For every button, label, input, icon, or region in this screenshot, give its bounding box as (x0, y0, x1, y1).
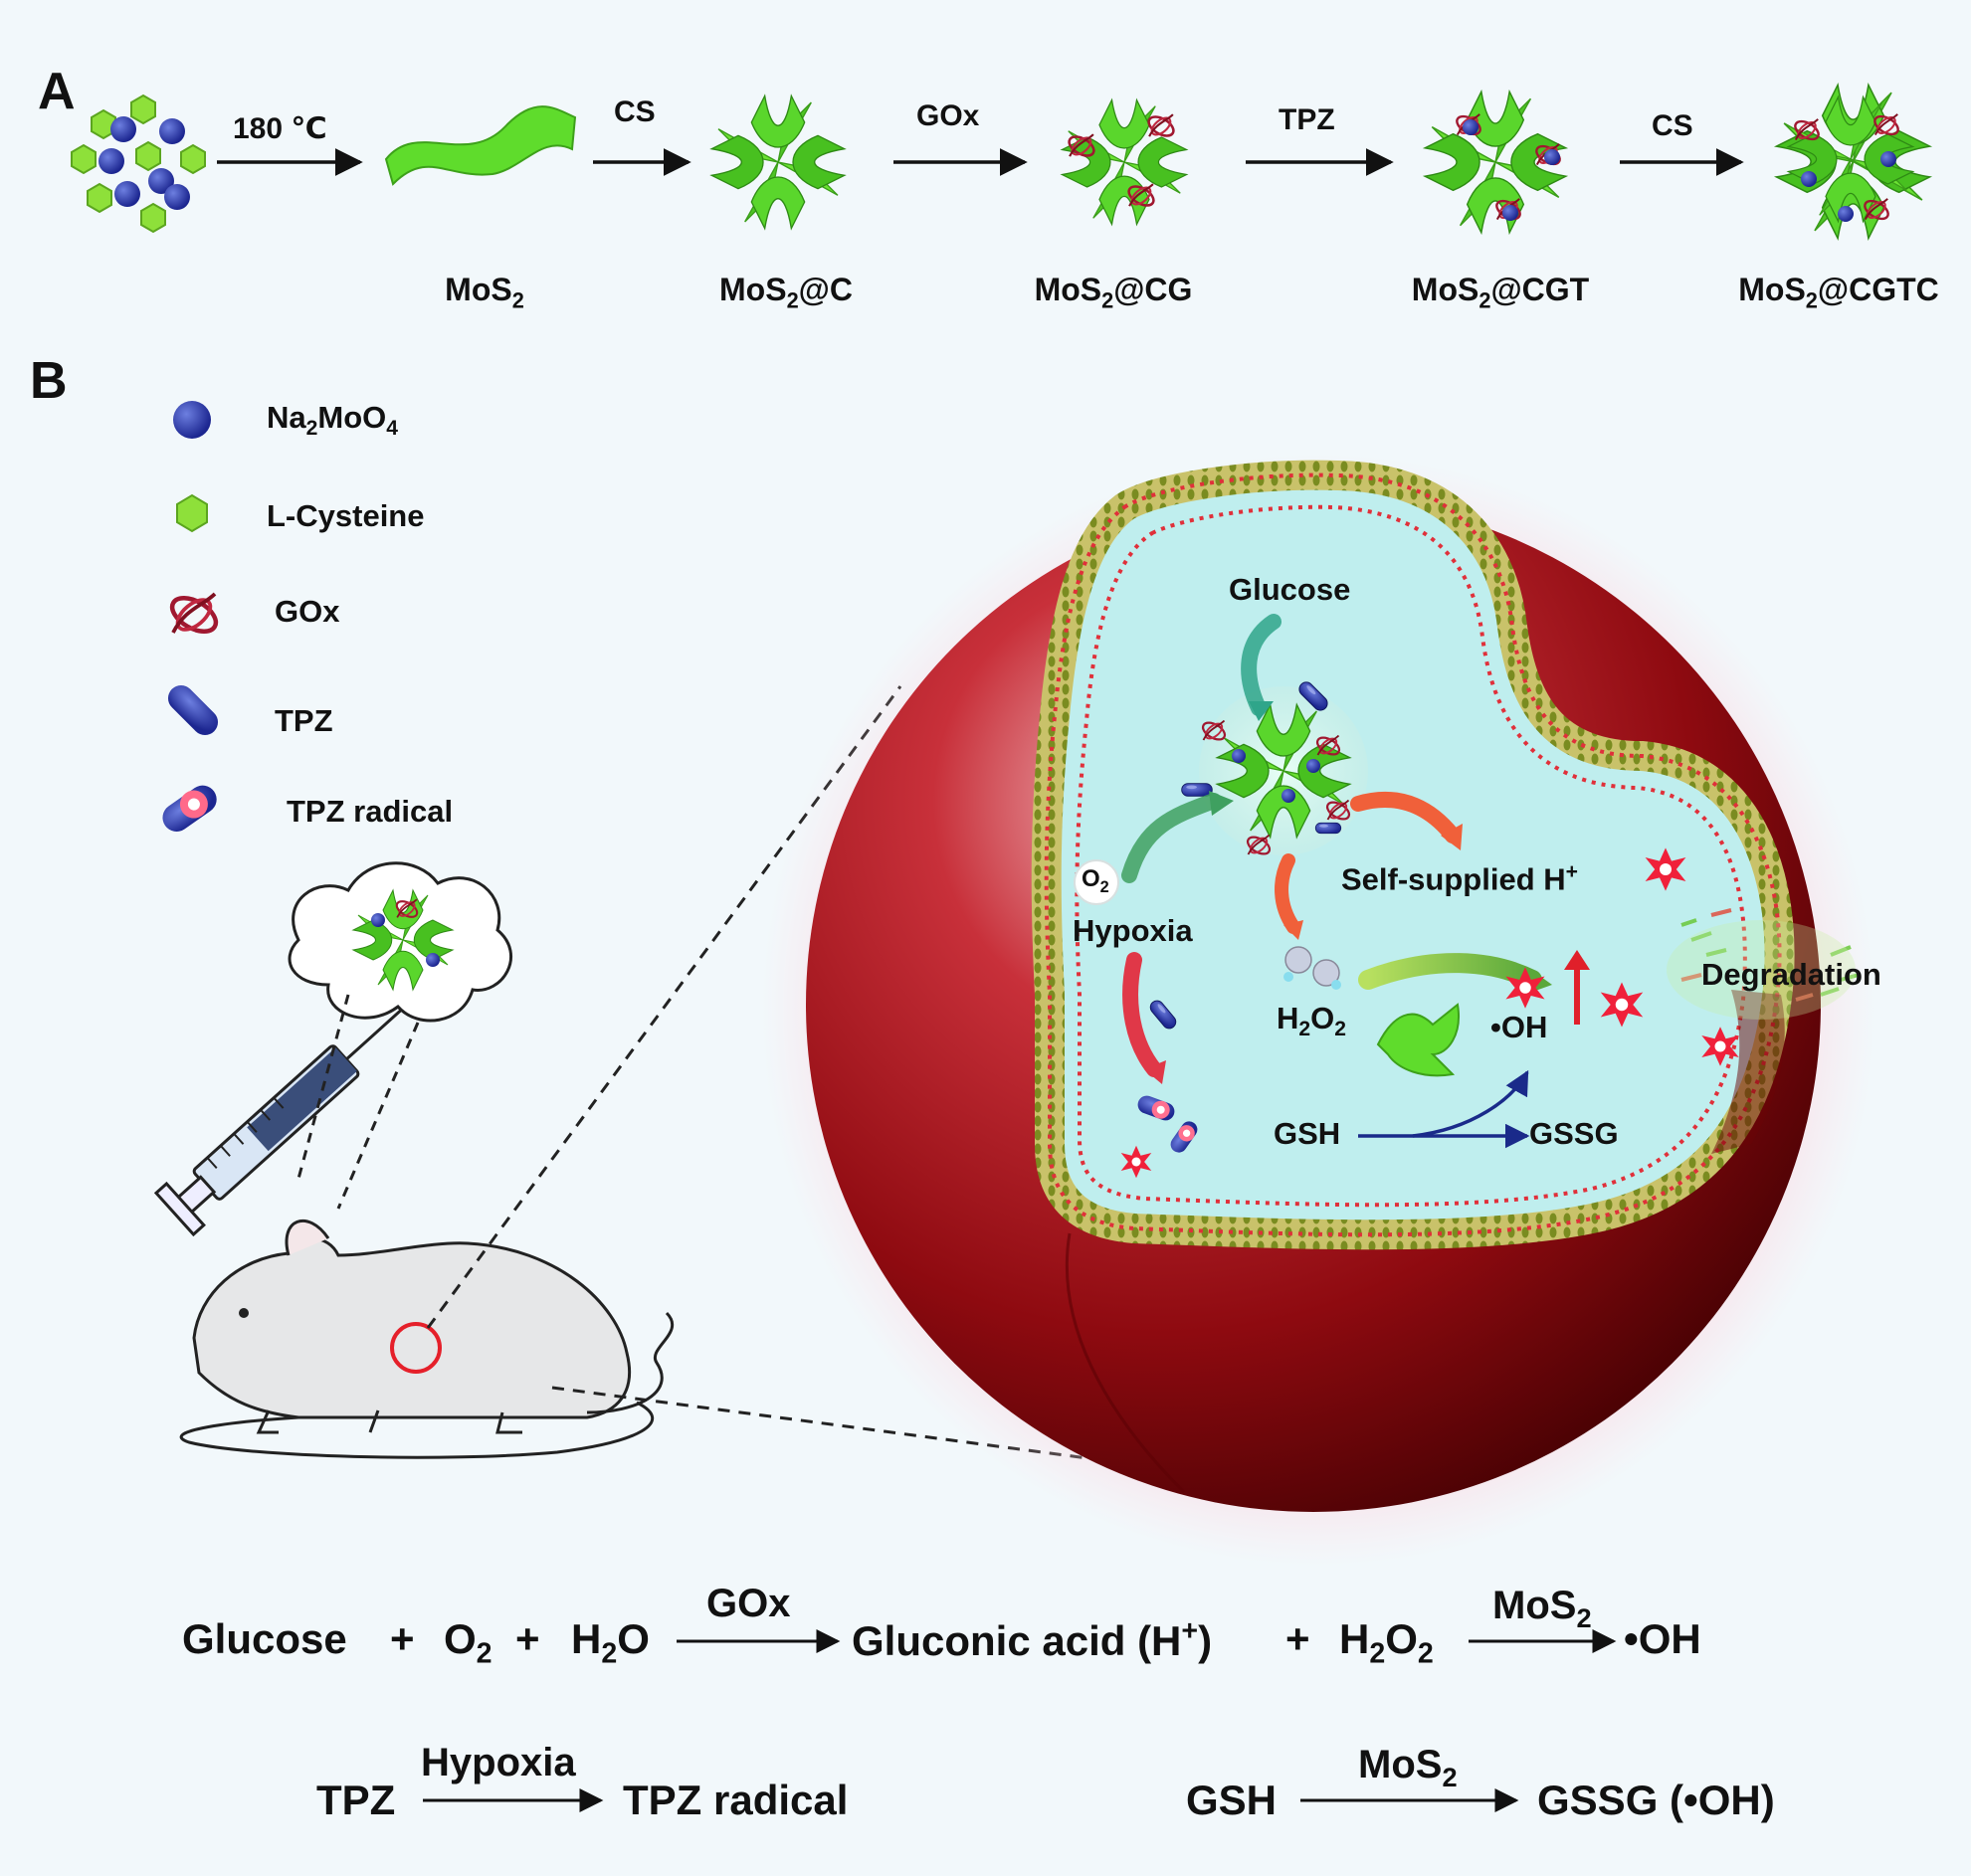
legend-gox-icon (166, 591, 221, 638)
product-label-mos2: MoS2 (445, 272, 524, 313)
eq3-gssg: GSSG (•OH) (1537, 1777, 1775, 1823)
eq1-hydroxyl-radical: •OH (1624, 1615, 1701, 1662)
cell-label-h2o2: H2O2 (1277, 1001, 1346, 1041)
eq2-tpz: TPZ (316, 1777, 396, 1823)
cell-label-degradation: Degradation (1701, 957, 1881, 992)
legend-tpz-icon (167, 684, 219, 736)
precursor-cluster (71, 94, 206, 234)
cell-label-hypoxia: Hypoxia (1073, 913, 1193, 948)
product-label-mos2-c: MoS2@C (719, 272, 853, 313)
mouse-illustration (179, 1219, 675, 1459)
legend-label-tpz: TPZ (275, 703, 333, 738)
eq1-mos2-label: MoS2 (1492, 1584, 1592, 1633)
legend-label-tpz-radical: TPZ radical (287, 794, 454, 829)
legend-icons (162, 401, 223, 832)
nanoparticle-cloud (288, 861, 512, 1210)
eq1-plus-2: + (515, 1615, 540, 1662)
synthesis-scheme (71, 84, 1931, 240)
eq3-mos2-label: MoS2 (1358, 1743, 1458, 1792)
step-label-gox: GOx (916, 99, 980, 132)
legend-molybdate-icon (173, 401, 211, 439)
eq1-h2o: H2O (571, 1615, 650, 1670)
equation-arrows (423, 1629, 1617, 1812)
cell-label-gssg: GSSG (1529, 1116, 1619, 1151)
legend-cysteine-icon (176, 493, 208, 533)
panel-a-label: A (38, 63, 76, 120)
legend-label-na2moo4: Na2MoO4 (267, 400, 398, 441)
cell-label-gsh: GSH (1274, 1116, 1341, 1151)
legend-label-gox: GOx (275, 594, 340, 629)
panel-b-label: B (30, 352, 68, 410)
eq1-o2: O2 (444, 1615, 493, 1670)
syringe (153, 991, 422, 1237)
eq2-hypoxia-label: Hypoxia (421, 1741, 576, 1784)
eq1-plus-1: + (390, 1615, 415, 1662)
product-label-mos2-cg: MoS2@CG (1034, 272, 1193, 313)
eq3-gsh: GSH (1186, 1777, 1278, 1823)
eq1-gluconic-acid: Gluconic acid (H+) (852, 1615, 1213, 1664)
cell-interior-art (1074, 614, 1860, 1179)
cell-label-self-supplied-h: Self-supplied H+ (1341, 860, 1578, 897)
legend-label-lcysteine: L-Cysteine (267, 498, 425, 533)
eq1-plus-3: + (1285, 1615, 1310, 1662)
cell-label-hydroxyl-radical: •OH (1490, 1010, 1548, 1044)
product-label-mos2-cgt: MoS2@CGT (1411, 272, 1590, 313)
eq1-gox-label: GOx (706, 1582, 791, 1625)
product-label-mos2-cgtc: MoS2@CGTC (1738, 272, 1939, 313)
legend-tpz-radical-icon (162, 785, 217, 832)
step-label-tpz: TPZ (1279, 103, 1335, 136)
eq2-tpz-radical: TPZ radical (623, 1777, 849, 1823)
cell-label-glucose: Glucose (1229, 572, 1351, 607)
eq1-glucose: Glucose (182, 1615, 347, 1662)
eq1-h2o2: H2O2 (1339, 1615, 1434, 1670)
step-label-cs-2: CS (1652, 109, 1693, 142)
tumor-cell (761, 453, 1875, 1567)
cell-label-o2: O2 (1082, 865, 1109, 896)
step-label-temperature: 180 ℃ (233, 112, 327, 145)
step-label-cs-1: CS (614, 95, 656, 128)
